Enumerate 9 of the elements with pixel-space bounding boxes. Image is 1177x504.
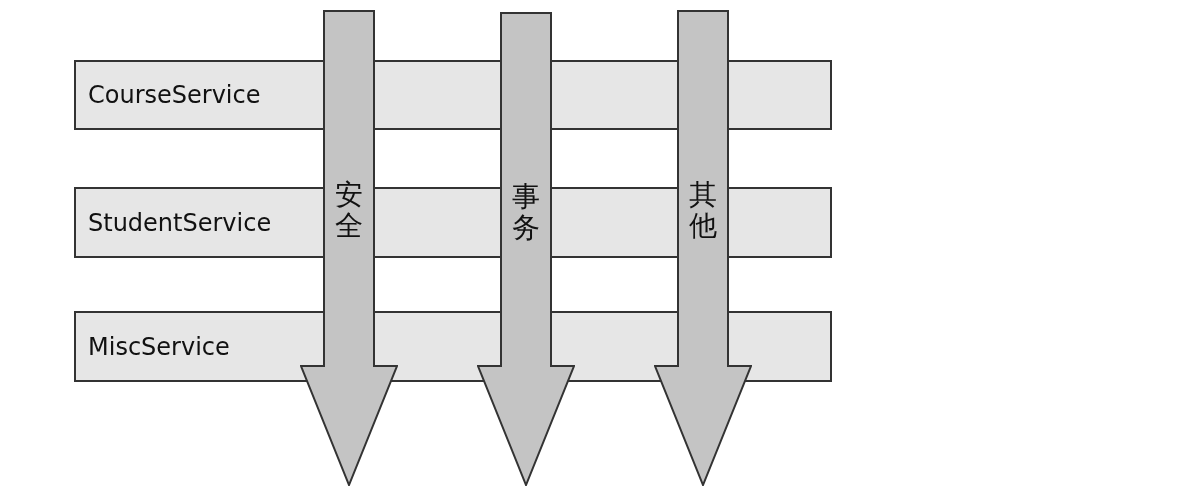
arrow-label: 事务	[512, 182, 540, 244]
bar-label: CourseService	[88, 80, 261, 111]
block-arrow	[654, 10, 752, 486]
block-arrow	[477, 12, 575, 486]
block-arrow	[300, 10, 398, 486]
arrow-label: 安全	[335, 180, 363, 242]
bar-label: StudentService	[88, 207, 272, 239]
bar-label: MiscService	[88, 331, 230, 363]
arrow-label: 其他	[689, 180, 717, 242]
